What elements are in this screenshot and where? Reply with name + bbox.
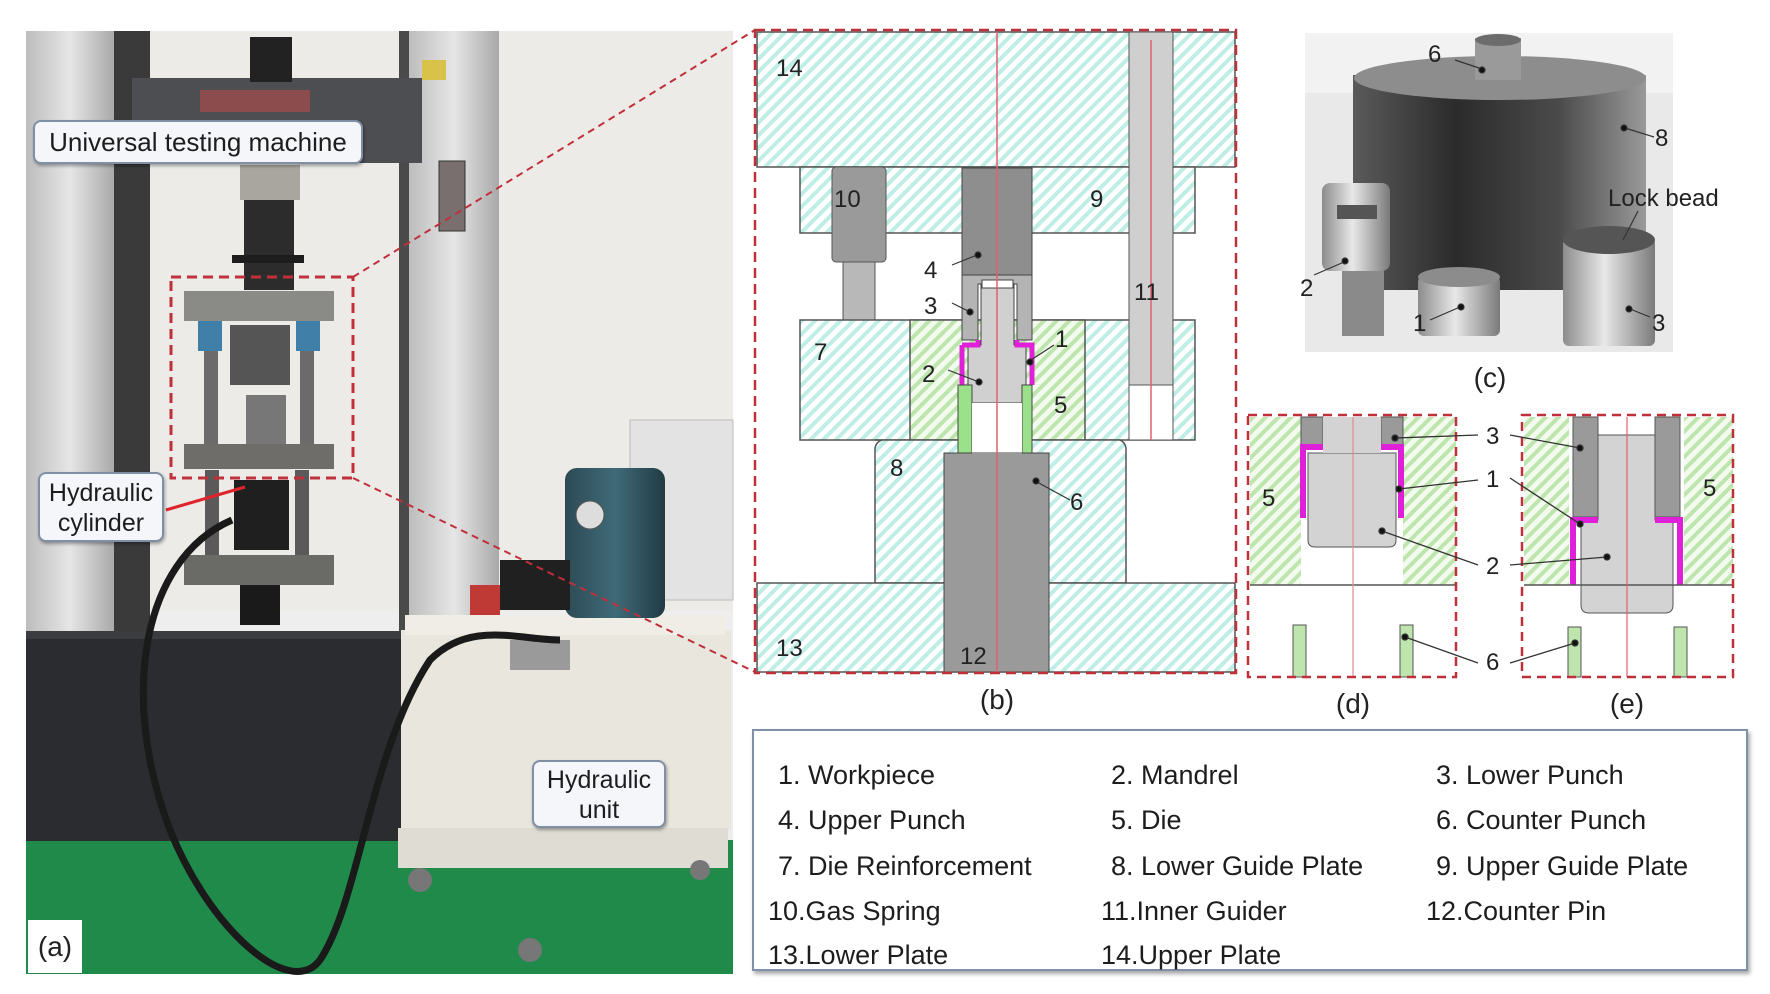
cylinder-label-line1: Hydraulic [48,479,154,507]
utm-label: Universal testing machine [49,127,347,157]
de-label-2: 2 [1486,553,1499,580]
legend-item: 8. Lower Guide Plate [1111,851,1364,881]
callout-universal-testing-machine: Universal testing machine [33,120,363,164]
lower-punch [961,274,1033,341]
b-label-2: 2 [922,361,935,388]
cylinder-label-line2: cylinder [57,509,145,537]
b-label-10: 10 [834,186,861,213]
photo-c-labels: 6 8 Lock bead 2 1 3 [1300,41,1719,337]
gas-spring-rod [842,261,876,321]
b-label-9: 9 [1090,186,1103,213]
c-leaders [1313,59,1655,321]
c-label-3: 3 [1652,310,1665,337]
diagram-d-before [1246,413,1458,679]
diagram-b-section [753,28,1238,675]
legend-item: 4. Upper Punch [778,805,966,835]
b-label-11: 11 [1134,279,1159,306]
hydraulic-hose [139,516,561,975]
legend-item: 3. Lower Punch [1436,760,1624,790]
zoom-connector-bottom [352,477,756,673]
de-leaders [1378,434,1611,664]
c-label-8: 8 [1655,125,1668,152]
de-labels: 3 1 2 6 5 5 [1262,423,1716,676]
zoom-connector-top [352,29,756,278]
diagram-d-frame [1246,413,1458,679]
legend-item: 11.Inner Guider [1101,896,1287,926]
b-label-5: 5 [1054,392,1067,419]
photo-parts [1305,33,1673,352]
b-label-4: 4 [924,257,937,284]
zoom-region-box [169,275,355,480]
callout-hydraulic-unit: Hydraulic unit [532,760,666,828]
legend-item: 2. Mandrel [1111,760,1239,790]
de-label-3: 3 [1486,423,1499,450]
b-label-3: 3 [924,293,937,320]
diagram-e-after [1520,413,1735,679]
workpiece [959,340,1035,385]
b-label-8: 8 [890,455,903,482]
de-label-6: 6 [1486,649,1499,676]
unit-label-line1: Hydraulic [546,766,652,794]
b-label-6: 6 [1070,489,1083,516]
b-label-12: 12 [960,643,987,670]
panel-label-e: (e) [1609,688,1645,719]
legend-item: 9. Upper Guide Plate [1436,851,1689,881]
panel-label-c: (c) [1473,362,1507,393]
panel-label-a: (a) [28,920,82,973]
legend-item: 10.Gas Spring [768,896,941,926]
cylinder-pointer-line [165,485,246,512]
de-label-1: 1 [1486,466,1499,493]
e-label-5: 5 [1703,475,1716,502]
unit-label-line2: unit [578,796,620,824]
legend-item: 14.Upper Plate [1101,940,1282,970]
c-label-lock-bead: Lock bead [1608,185,1719,212]
legend-item: 1. Workpiece [778,760,936,790]
legend-item: 13.Lower Plate [768,940,949,970]
legend-item: 6. Counter Punch [1436,805,1647,835]
c-label-1: 1 [1413,310,1426,337]
b-label-7: 7 [814,339,827,366]
parts-legend: 1. Workpiece 2. Mandrel 3. Lower Punch 4… [752,729,1748,971]
legend-item: 5. Die [1111,805,1182,835]
b-label-13: 13 [776,635,803,662]
diagram-b-numbers: 14 10 9 4 11 3 7 1 2 5 8 6 13 12 [776,55,1159,670]
d-label-5: 5 [1262,485,1275,512]
c-label-6: 6 [1428,41,1441,68]
diagram-b-frame [753,28,1238,675]
b-label-14: 14 [776,55,803,82]
legend-item: 7. Die Reinforcement [778,851,1032,881]
panel-label-d: (d) [1335,688,1371,719]
panel-label-b: (b) [979,684,1015,715]
gas-spring [831,166,887,263]
callout-hydraulic-cylinder: Hydraulic cylinder [38,472,164,542]
diagram-e-frame [1520,413,1735,679]
b-label-1: 1 [1055,326,1068,353]
legend-item: 12.Counter Pin [1426,896,1607,926]
c-label-2: 2 [1300,275,1313,302]
